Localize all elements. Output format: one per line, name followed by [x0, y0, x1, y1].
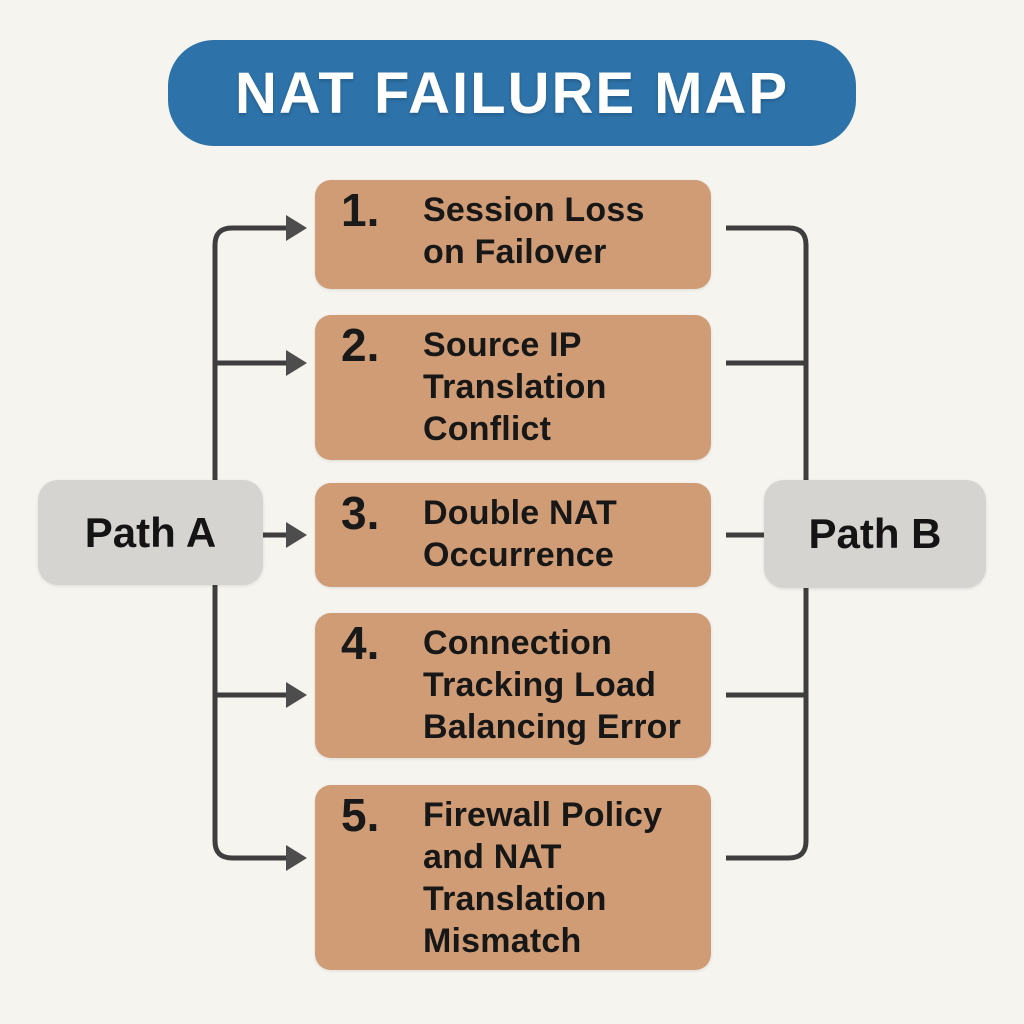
failure-number-2: 2. [341, 319, 380, 371]
arrowhead-icon [286, 350, 307, 376]
path-b-label: Path B [808, 510, 942, 557]
failure-number-1: 1. [341, 184, 380, 236]
failure-number-5: 5. [341, 789, 380, 841]
path-a-label: Path A [84, 508, 217, 556]
path-b-node: Path B [764, 480, 986, 588]
failure-number-3: 3. [341, 487, 380, 539]
arrowhead-icon [286, 522, 307, 548]
arrowhead-icon [286, 845, 307, 871]
arrowhead-icon [286, 682, 307, 708]
failure-number-4: 4. [341, 617, 380, 669]
path-a-node: Path A [38, 480, 263, 585]
arrowhead-icon [286, 215, 307, 241]
diagram-title: NAT FAILURE MAP [168, 40, 856, 146]
